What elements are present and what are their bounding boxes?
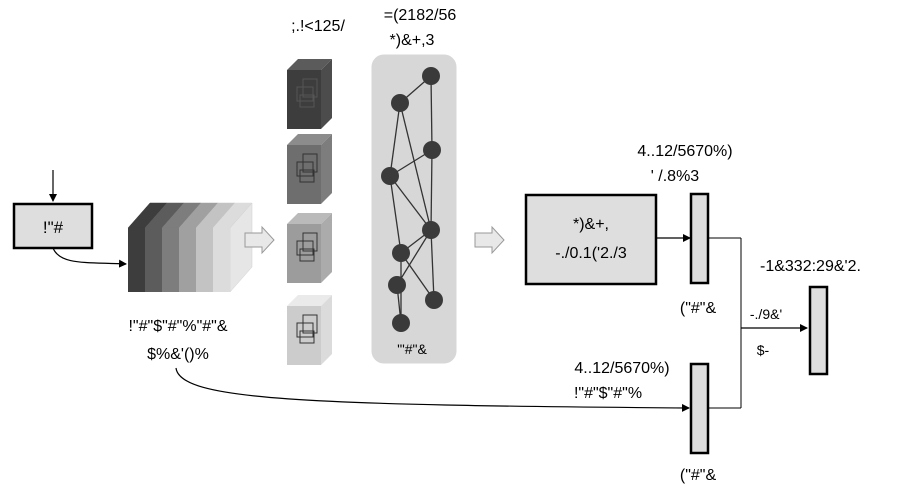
volume-slab — [213, 228, 230, 292]
graph-edge — [430, 229, 435, 301]
output-vector — [808, 285, 829, 376]
volume-slab — [145, 228, 162, 292]
graph-edge — [399, 102, 432, 231]
slice-3 — [287, 213, 332, 283]
feature-vector-bottom — [689, 362, 710, 455]
fusion-label-2: $- — [757, 342, 770, 358]
volume-slab — [162, 228, 179, 292]
graph-node — [425, 291, 443, 309]
input-box: !"# — [12, 202, 94, 250]
graph-node — [423, 141, 441, 159]
graph-bottom-label: '"#"& — [397, 341, 427, 357]
graph-edge — [389, 175, 402, 254]
graph-edge — [430, 75, 433, 151]
block-arrow-volume-to-slices — [244, 225, 275, 255]
graph-node — [388, 276, 406, 294]
fusion-label: -./9&' — [750, 306, 782, 322]
model-box-line1: *)&+, — [573, 216, 609, 233]
graph-node — [392, 244, 410, 262]
volume-to-vector-arrow — [175, 367, 690, 412]
graph-panel — [371, 54, 457, 364]
volume-slab — [196, 228, 213, 292]
slice-stack — [287, 59, 332, 365]
input-to-volume-arrow — [52, 247, 127, 268]
vector-bottom-caption-line1: 4..12/5670%) — [574, 360, 669, 377]
graph-node — [381, 167, 399, 185]
slice-2 — [287, 134, 332, 204]
graph-node — [392, 314, 410, 332]
vector-top-below-label: ("#"& — [680, 300, 717, 317]
model-box: *)&+, -./0.1('2./3 — [524, 193, 658, 286]
vector-top-caption-line1: 4..12/5670%) — [637, 143, 732, 160]
output-caption: -1&332:29&'2. — [760, 258, 861, 275]
slice-4 — [287, 295, 332, 365]
graph-caption-line2: *)&+,3 — [390, 32, 435, 49]
slices-caption: ;.!<125/ — [291, 18, 345, 35]
graph-node — [391, 94, 409, 112]
graph-edge — [400, 252, 435, 301]
volume-slab — [128, 228, 145, 292]
graph-node — [422, 67, 440, 85]
input-box-label: !"# — [43, 218, 64, 237]
block-arrow-graph-to-model — [474, 225, 505, 255]
slice-1 — [287, 59, 332, 129]
graph-caption-line1: =(2182/56 — [384, 7, 457, 24]
graph-edge — [389, 175, 432, 231]
volume-stack — [127, 202, 253, 293]
fusion-connector — [708, 237, 808, 409]
model-box-line2: -./0.1('2./3 — [555, 245, 627, 262]
graph-node — [422, 221, 440, 239]
vector-top-caption-line2: ' /.8%3 — [651, 168, 700, 185]
volume-caption-line1: !"#"$"#"%"#"& — [128, 318, 227, 335]
graph — [381, 67, 443, 332]
feature-vector-top — [689, 192, 710, 285]
volume-slab — [179, 228, 196, 292]
graph-edge — [430, 149, 433, 231]
vector-bottom-caption-line2: !"#"$"#"% — [574, 385, 642, 402]
volume-caption-line2: $%&'()% — [147, 346, 209, 363]
graph-edge — [396, 229, 432, 286]
graph-edge — [389, 102, 401, 177]
vector-bottom-below-label: ("#"& — [680, 467, 717, 484]
